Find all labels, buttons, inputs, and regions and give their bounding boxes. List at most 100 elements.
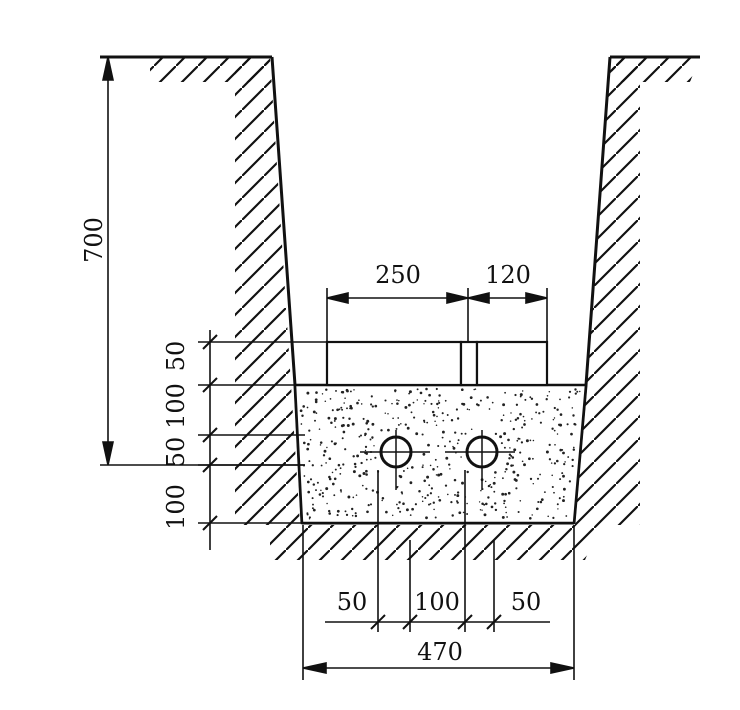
sand-dot — [466, 502, 468, 505]
sand-dot — [515, 403, 519, 406]
dim-layer-top-label: 50 — [162, 341, 190, 372]
dim-layers — [198, 330, 330, 550]
sand-dot — [466, 513, 469, 515]
sand-dot — [430, 402, 433, 405]
sand-dot — [350, 406, 353, 410]
sand-dot — [503, 499, 506, 503]
sand-dot — [437, 407, 440, 409]
sand-dot — [567, 456, 570, 458]
sand-layer — [293, 383, 588, 525]
sand-dot — [360, 461, 363, 465]
sand-dot — [438, 401, 441, 404]
sand-dot — [531, 514, 533, 516]
sand-dot — [562, 499, 565, 503]
sand-dot — [346, 407, 348, 410]
cover-brick-large — [325, 340, 463, 387]
sand-dot — [381, 499, 383, 502]
sand-dot — [562, 487, 566, 491]
sand-dot — [306, 391, 310, 395]
sand-dot — [398, 501, 401, 504]
sand-dot — [321, 492, 324, 495]
sand-dot — [564, 461, 566, 463]
sand-dot — [503, 432, 507, 436]
sand-dot — [548, 391, 551, 393]
sand-dot — [315, 412, 318, 414]
sand-dot — [456, 491, 460, 494]
sand-dot — [437, 474, 440, 477]
sand-dot — [551, 427, 554, 430]
sand-dot — [424, 399, 427, 402]
sand-dot — [370, 458, 372, 461]
sand-dot — [334, 468, 337, 471]
dim-clear-left-label: 50 — [337, 588, 368, 616]
sand-dot — [341, 437, 344, 440]
sand-dot — [328, 509, 331, 513]
sand-dot — [331, 409, 334, 412]
sand-dot — [340, 391, 344, 394]
sand-dot — [437, 444, 440, 448]
sand-dot — [494, 508, 498, 512]
sand-dot — [436, 466, 439, 468]
sand-dot — [454, 493, 456, 496]
sand-dot — [510, 455, 513, 457]
sand-dot — [553, 491, 555, 494]
sand-dot — [572, 446, 575, 449]
sand-dot — [306, 513, 309, 516]
sand-dot — [552, 516, 555, 520]
sand-dot — [486, 396, 489, 399]
sand-dot — [336, 509, 340, 513]
soil-top-left — [150, 57, 270, 82]
sand-dot — [536, 477, 540, 480]
sand-dot — [306, 480, 310, 484]
sand-dot — [319, 444, 322, 446]
sand-dot — [480, 489, 482, 492]
sand-dot — [347, 495, 351, 499]
sand-dot — [525, 439, 529, 443]
sand-dot — [396, 402, 399, 405]
sand-dot — [565, 515, 568, 517]
sand-dot — [307, 442, 310, 446]
sand-dot — [531, 418, 533, 420]
sand-dot — [359, 434, 363, 437]
dim-pipe-spacing-label: 100 — [414, 588, 460, 616]
sand-dot — [318, 428, 321, 430]
sand-dot — [572, 448, 576, 451]
sand-dot — [356, 401, 359, 405]
sand-dot — [392, 417, 394, 420]
sand-dot — [550, 462, 553, 464]
sand-dot — [510, 464, 513, 467]
sand-dot — [404, 405, 408, 409]
sand-dot — [448, 440, 451, 443]
sand-dot — [344, 510, 347, 513]
sand-dot — [426, 494, 429, 497]
sand-dot — [316, 481, 319, 484]
sand-dot — [428, 484, 431, 487]
sand-dot — [358, 399, 360, 402]
sand-dot — [451, 514, 454, 517]
sand-dot — [494, 502, 497, 505]
soil-left-wall — [235, 57, 300, 525]
sand-dot — [556, 459, 559, 463]
sand-dot — [546, 395, 549, 397]
sand-dot — [492, 481, 496, 485]
sand-dot — [570, 432, 573, 436]
sand-dot — [519, 412, 522, 416]
sand-dot — [399, 510, 402, 513]
sand-dot — [424, 496, 427, 500]
sand-dot — [511, 456, 515, 459]
sand-dot — [438, 394, 441, 397]
sand-dot — [551, 485, 554, 489]
sand-dot — [408, 403, 411, 407]
sand-dot — [478, 501, 481, 503]
sand-dot — [410, 411, 413, 414]
sand-dot — [402, 470, 405, 472]
sand-dot — [419, 391, 423, 395]
sand-dot — [362, 417, 365, 420]
sand-dot — [434, 458, 437, 461]
cover-brick-small — [475, 340, 549, 387]
sand-dot — [367, 420, 370, 423]
sand-dot — [520, 441, 524, 444]
sand-dot — [491, 401, 494, 404]
sand-dot — [456, 417, 460, 420]
sand-dot — [326, 446, 328, 449]
